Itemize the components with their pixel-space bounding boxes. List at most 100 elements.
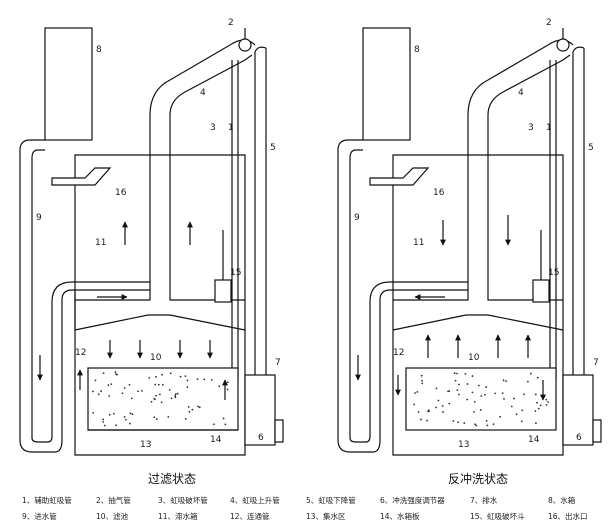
media-dot	[421, 382, 424, 385]
media-dot	[129, 412, 132, 415]
media-dot	[457, 421, 459, 424]
media-dot	[174, 393, 177, 396]
filter-media-dots	[92, 371, 550, 427]
media-dot	[474, 423, 476, 426]
media-dot	[169, 372, 172, 375]
media-dot	[114, 371, 117, 373]
label-9: 9	[36, 213, 42, 223]
media-dot	[97, 393, 100, 396]
inlet-pipe	[337, 139, 468, 453]
media-dot	[420, 374, 423, 377]
label-13: 13	[458, 440, 469, 450]
media-dot	[102, 372, 105, 375]
media-dot	[539, 404, 542, 407]
media-dot	[107, 384, 110, 387]
drain	[244, 374, 276, 446]
media-dot	[492, 423, 495, 425]
media-dot	[161, 383, 164, 386]
media-dot	[115, 424, 118, 427]
media-dot	[537, 407, 540, 410]
media-dot	[186, 386, 189, 389]
media-dot	[167, 415, 170, 418]
media-dot	[534, 393, 537, 396]
media-dot	[426, 419, 428, 422]
label-14: 14	[528, 435, 540, 445]
label-4: 4	[200, 88, 206, 98]
filter-bed	[405, 367, 557, 431]
media-dot	[510, 405, 513, 408]
media-dot	[102, 421, 105, 423]
media-dot	[203, 378, 206, 381]
media-dot	[526, 380, 529, 383]
label-8: 8	[414, 45, 420, 55]
label-15: 15	[230, 268, 241, 278]
media-dot	[485, 386, 488, 388]
siphon-breaker-funnel	[532, 279, 550, 303]
media-dot	[123, 415, 126, 418]
media-dot	[485, 420, 488, 422]
media-dot	[130, 397, 133, 400]
media-dot	[456, 389, 459, 392]
media-dot	[100, 390, 103, 393]
label-1: 1	[546, 123, 552, 133]
media-dot	[475, 424, 478, 427]
media-dot	[417, 411, 420, 413]
label-13: 13	[140, 440, 151, 450]
media-dot	[479, 409, 482, 411]
media-dot	[94, 379, 97, 382]
label-3: 3	[528, 123, 534, 133]
legend-item: 14、水箱板	[380, 511, 420, 521]
media-dot	[484, 393, 486, 396]
media-dot	[108, 395, 111, 397]
media-dot	[435, 387, 438, 390]
media-dot	[466, 398, 468, 401]
legend-item: 6、冲洗强度调节器	[380, 495, 445, 505]
label-11: 11	[95, 238, 106, 248]
media-dot	[499, 415, 502, 418]
media-dot	[435, 406, 438, 409]
media-dot	[155, 394, 157, 397]
media-dot	[458, 383, 460, 386]
inlet-pipe	[19, 139, 150, 453]
media-dot	[137, 390, 139, 393]
caption-backwash: 反冲洗状态	[448, 471, 508, 486]
media-dot	[466, 383, 469, 385]
media-dot	[453, 372, 456, 375]
label-16: 16	[433, 188, 445, 198]
media-dot	[174, 394, 177, 397]
media-dot	[547, 401, 550, 403]
legend-item: 9、进水管	[22, 511, 57, 521]
filter-tank	[392, 154, 564, 456]
media-dot	[191, 408, 194, 411]
legend-item: 7、排水	[470, 495, 498, 505]
media-dot	[131, 413, 134, 416]
media-dot	[179, 375, 182, 378]
label-14: 14	[210, 435, 222, 445]
media-dot	[441, 405, 444, 407]
media-dot	[448, 390, 451, 392]
media-dot	[442, 411, 444, 413]
label-6: 6	[258, 433, 264, 443]
label-3: 3	[210, 123, 216, 133]
label-2: 2	[228, 18, 234, 28]
media-dot	[486, 424, 489, 427]
media-dot	[110, 383, 113, 385]
media-dot	[515, 413, 518, 416]
outlet	[51, 167, 112, 186]
legend-item: 5、虹吸下降管	[306, 495, 356, 505]
media-dot	[414, 392, 416, 394]
label-11: 11	[413, 238, 424, 248]
media-dot	[128, 422, 131, 425]
media-dot	[529, 372, 532, 375]
media-dot	[545, 403, 548, 406]
media-dot	[184, 375, 187, 378]
media-dot	[212, 423, 215, 426]
label-7: 7	[275, 358, 281, 368]
media-dot	[124, 418, 127, 421]
label-12: 12	[75, 348, 86, 358]
label-10: 10	[150, 353, 162, 363]
media-dot	[160, 401, 163, 404]
media-dot	[128, 383, 131, 386]
